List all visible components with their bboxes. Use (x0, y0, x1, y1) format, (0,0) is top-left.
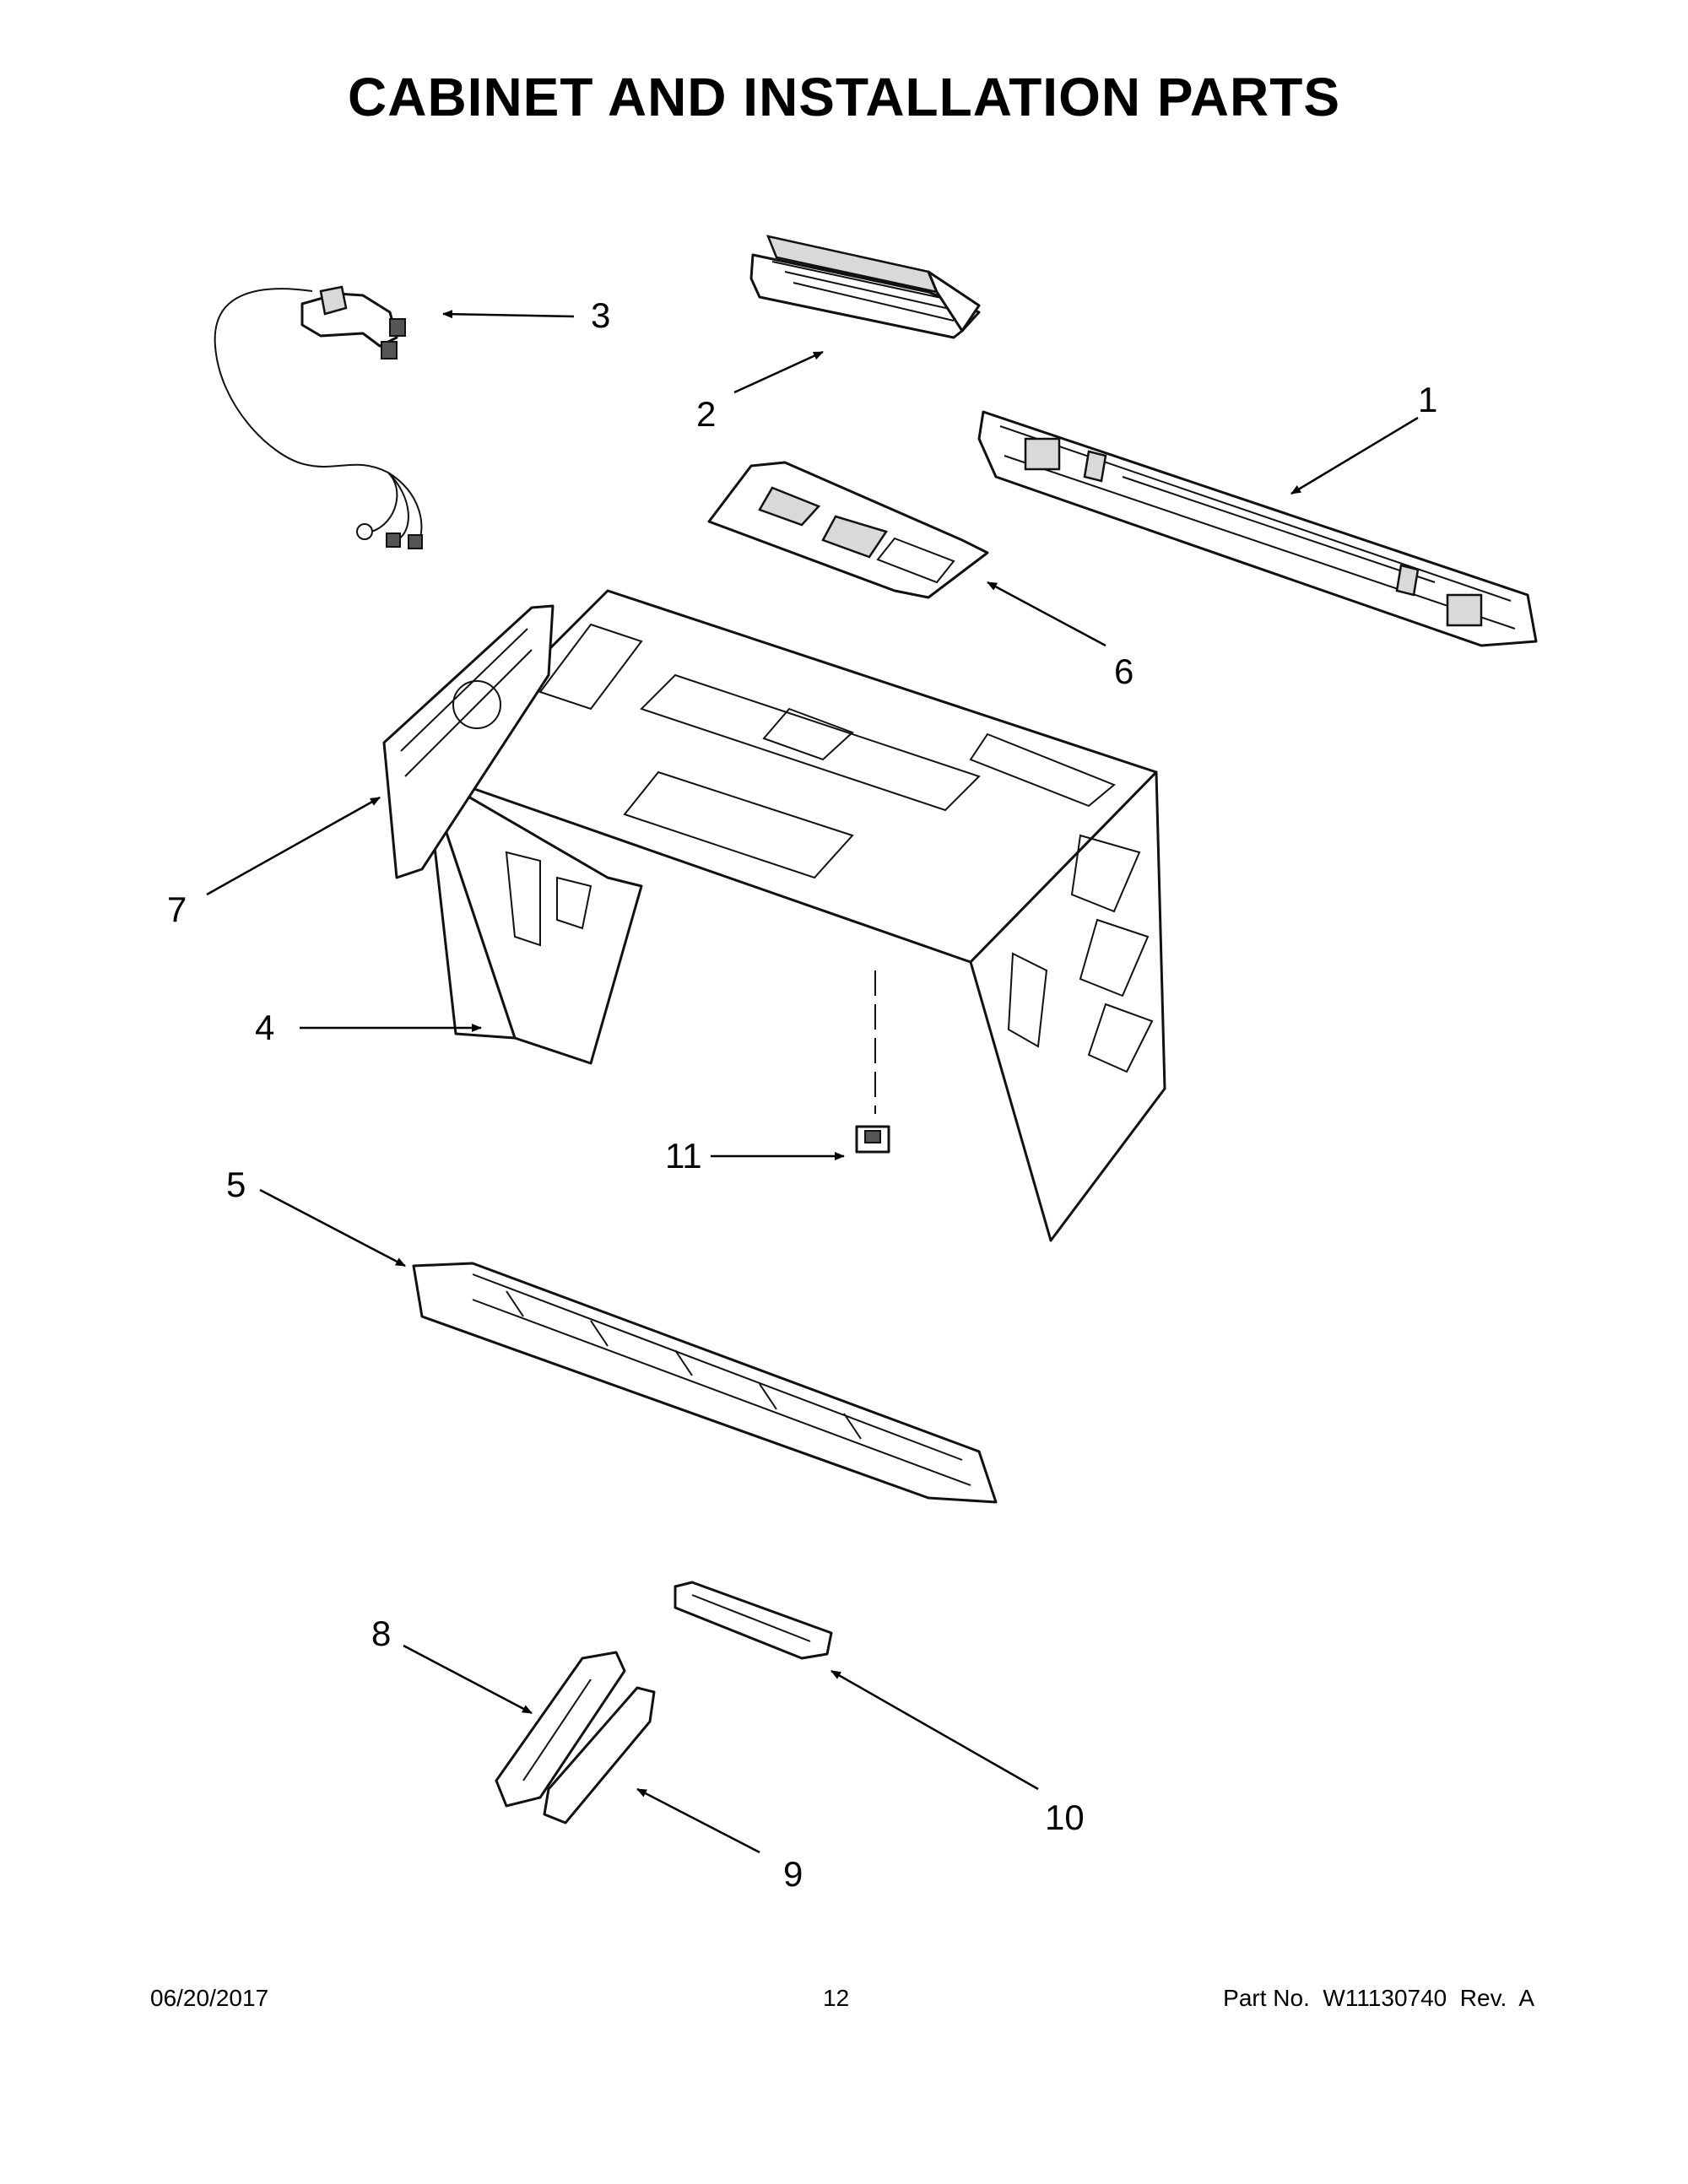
callout-10: 10 (1045, 1797, 1085, 1837)
clip-part (855, 970, 890, 1154)
callout-6: 6 (1114, 651, 1133, 691)
page-title: CABINET AND INSTALLATION PARTS (348, 67, 1340, 127)
bracket-left-part (495, 1651, 626, 1808)
callout-1: 1 (1418, 380, 1437, 419)
power-cord-part (214, 285, 423, 549)
footer-date: 06/20/2017 (150, 1985, 269, 2011)
footer-part-number: Part No. W11130740 Rev. A (1223, 1985, 1534, 2011)
footer-page-number: 12 (823, 1985, 850, 2011)
front-trim-part (412, 1262, 998, 1504)
callout-2: 2 (696, 394, 716, 434)
top-vent-part (749, 235, 981, 339)
bracket-plate-part (707, 461, 989, 599)
callout-5: 5 (226, 1165, 246, 1204)
callout-7: 7 (167, 889, 187, 929)
callout-4: 4 (255, 1008, 274, 1047)
bracket-right-part (543, 1686, 656, 1825)
waveguide-frame-part (382, 604, 555, 879)
callout-3: 3 (591, 295, 610, 335)
latch-part (674, 1581, 833, 1660)
callout-arrows (206, 310, 1419, 1854)
callout-8: 8 (371, 1614, 391, 1653)
callout-9: 9 (783, 1854, 803, 1894)
callout-11: 11 (665, 1136, 702, 1176)
mounting-plate-part (977, 410, 1538, 647)
cabinet-shell-part (425, 589, 1166, 1242)
